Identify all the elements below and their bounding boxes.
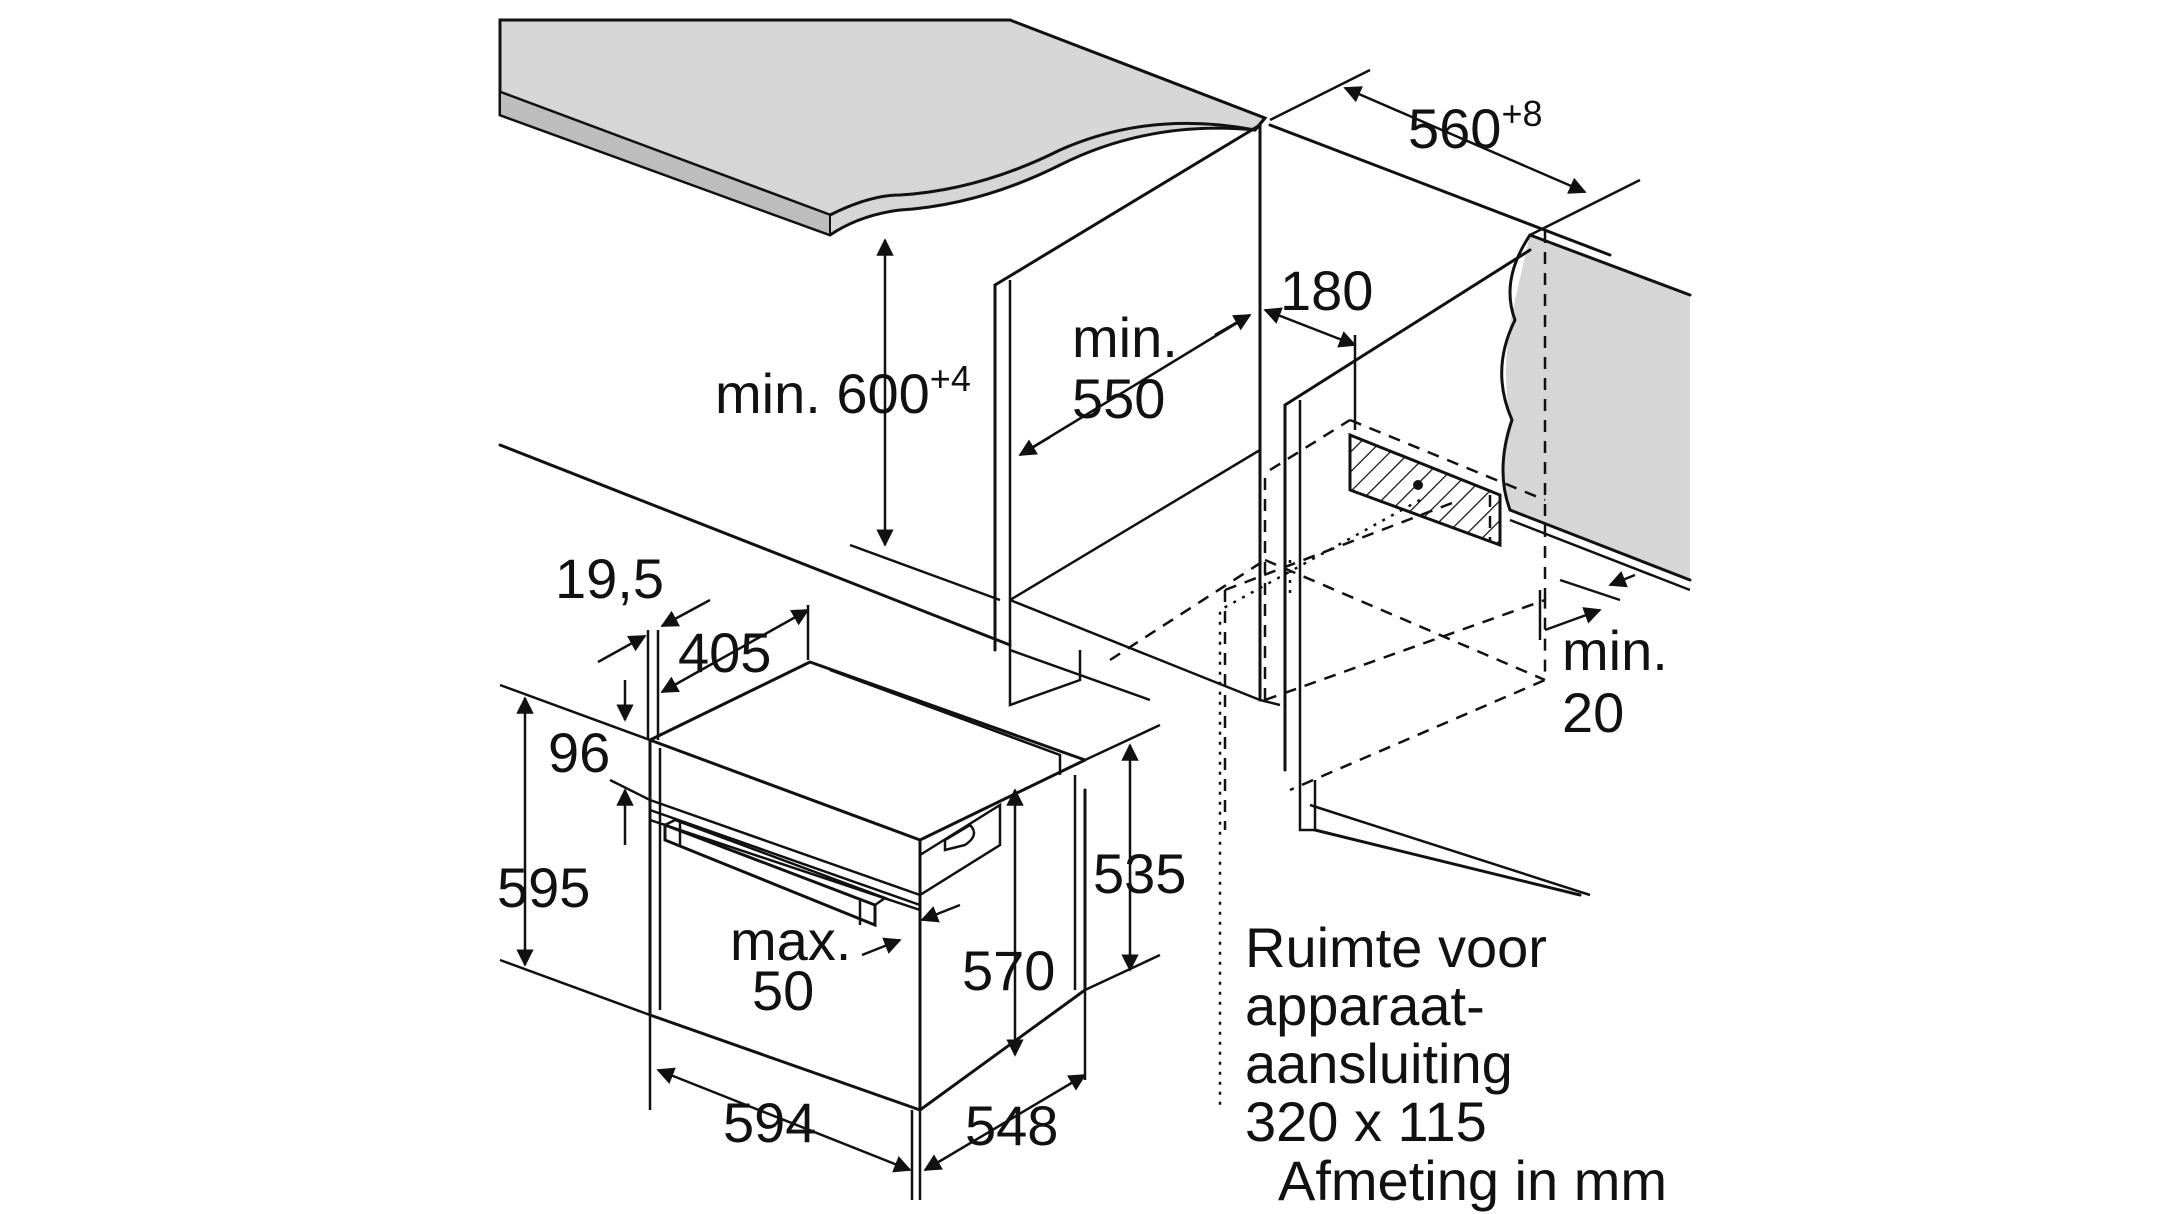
label-niche-depth-line2: 550	[1072, 367, 1165, 430]
label-cavity-depth: 535	[1093, 842, 1186, 905]
dimension-labels: 560+8 min. 600+4 min. 550 180 min. 20 19…	[497, 93, 1668, 1157]
label-niche-height: min. 600+4	[715, 358, 971, 425]
label-front-offset: 19,5	[555, 547, 664, 610]
label-total-height: 595	[497, 856, 590, 919]
units-label: Afmeting in mm	[1278, 1149, 1667, 1212]
oven-body	[648, 660, 1087, 1112]
label-depth: 548	[965, 1094, 1058, 1157]
label-handle-line1: max.	[730, 909, 851, 972]
countertop-left	[498, 18, 1268, 237]
label-top-height: 96	[548, 721, 610, 784]
label-min-gap-line2: 20	[1562, 681, 1624, 744]
label-front-height: 570	[962, 939, 1055, 1002]
label-top-depth: 405	[678, 621, 771, 684]
countertop-right	[1500, 233, 1692, 592]
oven-handle	[663, 818, 888, 928]
dimension-lines	[499, 68, 1641, 1200]
label-handle-line2: 50	[752, 959, 814, 1022]
label-min-gap-line1: min.	[1562, 619, 1668, 682]
connection-note: Ruimte voor apparaat- aansluiting 320 x …	[1245, 916, 1547, 1153]
note-line2: apparaat-	[1245, 974, 1485, 1037]
note-line4: 320 x 115	[1245, 1090, 1487, 1153]
note-line1: Ruimte voor	[1245, 916, 1547, 979]
label-niche-depth-line1: min.	[1072, 306, 1178, 369]
note-leader-line	[1218, 498, 1421, 1110]
connection-box	[1348, 432, 1502, 548]
label-cabinet-width: 560+8	[1408, 93, 1542, 160]
note-line3: aansluiting	[1245, 1032, 1513, 1095]
label-width: 594	[723, 1091, 816, 1154]
label-vent-depth: 180	[1280, 259, 1373, 322]
